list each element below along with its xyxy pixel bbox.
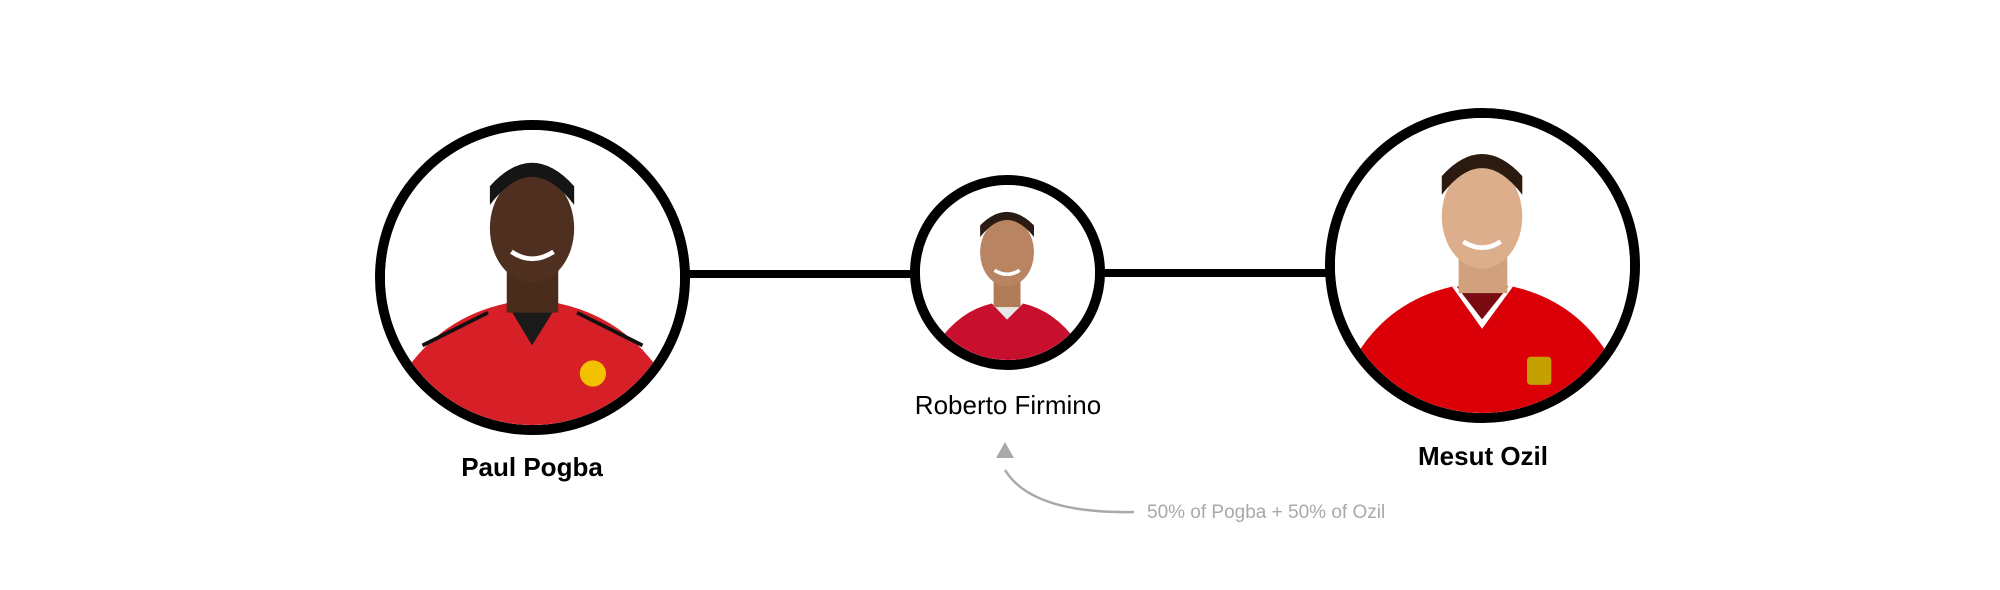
annotation-text: 50% of Pogba + 50% of Ozil [1147, 502, 1386, 523]
connector-left [680, 270, 920, 278]
player-node-ozil [1325, 108, 1640, 423]
annotation-arrow-icon [996, 442, 1135, 514]
player-name-ozil: Mesut Ozil [1417, 441, 1549, 471]
ozil-portrait [1335, 118, 1630, 413]
pogba-portrait [385, 130, 680, 425]
player-node-firmino [910, 175, 1105, 370]
player-name-pogba: Paul Pogba [461, 452, 603, 482]
player-node-pogba [375, 120, 690, 435]
firmino-portrait [920, 185, 1095, 360]
player-name-firmino: Roberto Firmino [914, 390, 1102, 420]
connector-right [1095, 269, 1335, 277]
